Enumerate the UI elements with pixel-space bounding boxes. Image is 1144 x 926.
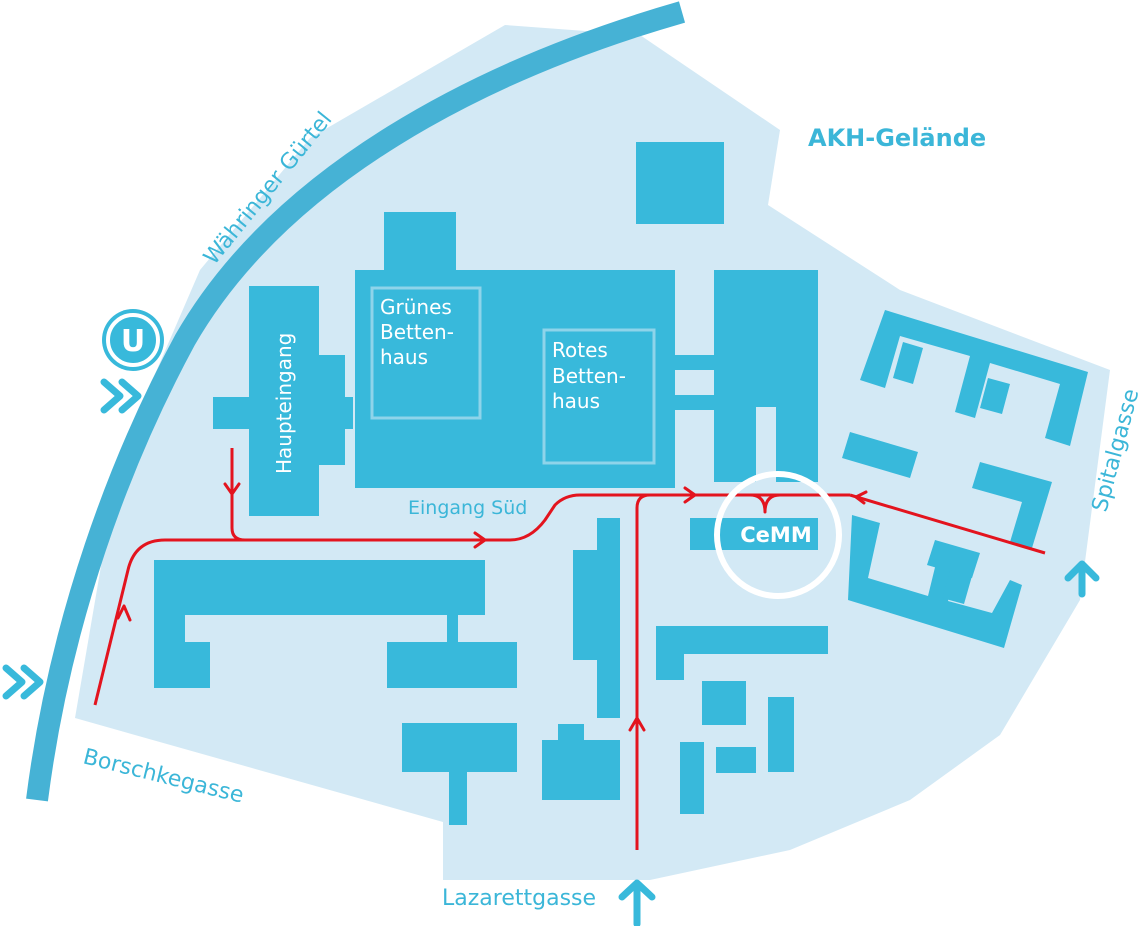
- svg-text:U: U: [121, 324, 145, 359]
- building-east-u: [714, 270, 818, 482]
- title-akh-gelaende: AKH-Gelände: [808, 124, 986, 152]
- route-cemm-branch: [749, 493, 781, 514]
- cemm-highlight-circle: [714, 471, 842, 599]
- building-cluster-b: [558, 724, 584, 744]
- building-main-top: [384, 212, 456, 272]
- label-haupteingang: Haupteingang: [272, 333, 296, 474]
- buildings: [154, 142, 828, 825]
- route-spital: [849, 493, 1046, 555]
- building-south-t: [402, 723, 517, 825]
- route-lazarett: [635, 493, 651, 850]
- route-paths: [93, 448, 1046, 850]
- building-east-small-b: [980, 378, 1010, 414]
- street-label-lazarettgasse: Lazarettgasse: [442, 886, 596, 911]
- building-small-h: [716, 747, 756, 773]
- building-southwest: [154, 560, 517, 688]
- building-bar-east-leg: [656, 626, 684, 680]
- building-east-small-d: [942, 570, 972, 604]
- route-arrowhead: [473, 531, 487, 549]
- buildings-east-group: [842, 310, 1088, 648]
- label-cemm: CeMM: [740, 523, 811, 547]
- label-eingang-sued: Eingang Süd: [408, 497, 527, 519]
- route-west: [93, 493, 850, 706]
- building-east-block-2: [972, 462, 1052, 548]
- building-bar-east: [656, 626, 828, 654]
- route-arrowhead: [223, 482, 241, 496]
- arrow-up-icon: [618, 879, 656, 926]
- building-haupteingang-core: [300, 355, 345, 465]
- red-ward-outline: [542, 328, 656, 465]
- building-east-small-a: [893, 342, 923, 384]
- building-east-block-1: [860, 310, 1088, 446]
- building-link-upper: [673, 355, 718, 370]
- route-haupteingang: [230, 448, 246, 542]
- label-green-ward: Grünes Betten- haus: [380, 295, 460, 369]
- building-north-square: [636, 142, 724, 224]
- route-arrowhead: [116, 604, 132, 622]
- route-arrowhead: [854, 490, 868, 505]
- building-main-complex: [355, 270, 675, 488]
- building-small-sq: [702, 681, 746, 725]
- arrow-right-icon: [2, 664, 44, 700]
- arrow-right-icon: [100, 378, 142, 414]
- building-east-block-3: [848, 515, 1022, 648]
- route-arrowhead: [628, 716, 646, 732]
- building-east-small-c: [927, 540, 980, 578]
- building-cluster-a: [542, 740, 620, 800]
- guertel-road: [26, 1, 686, 802]
- building-small-v1: [680, 742, 704, 814]
- building-long-ns: [573, 518, 620, 718]
- route-arrowheads: [116, 482, 868, 732]
- label-red-ward: Rotes Betten- haus: [552, 338, 632, 413]
- arrow-up-icon: [1064, 560, 1100, 598]
- building-link-lower: [673, 395, 718, 410]
- ubahn-icon: U: [102, 309, 164, 371]
- building-cemm: [690, 518, 818, 550]
- building-small-v2: [768, 697, 794, 772]
- green-ward-outline: [370, 286, 482, 420]
- route-arrowhead: [683, 486, 697, 504]
- building-east-bar-a: [842, 432, 918, 478]
